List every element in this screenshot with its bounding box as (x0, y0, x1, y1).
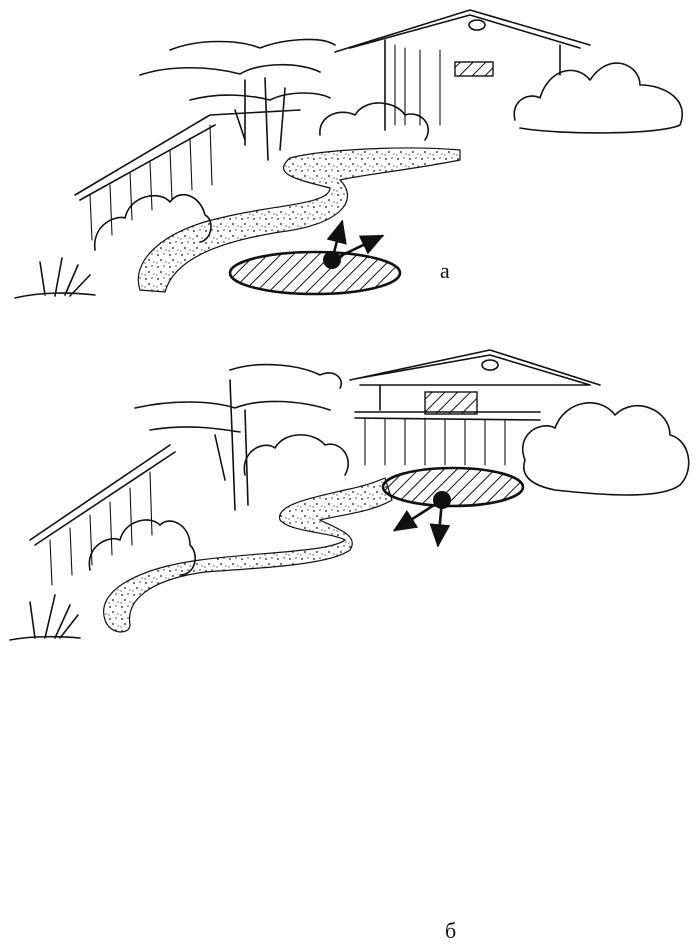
fence-b (29, 411, 541, 586)
garden-sketch-a: а (0, 0, 700, 320)
bushes-b (88, 402, 690, 576)
figure-label-a: а (440, 258, 450, 283)
arrow-b2 (429, 498, 451, 548)
fence-a (74, 109, 301, 241)
gravel-path-b (103, 477, 393, 633)
sketch-b-drawing (9, 349, 690, 641)
arrow-a1 (326, 219, 347, 262)
grass-a (14, 257, 96, 299)
tree-a (139, 38, 336, 161)
arrow-b1 (392, 498, 444, 532)
garden-sketch-b: б (0, 340, 700, 943)
pond-a (228, 250, 402, 296)
figure-label-b: б (445, 918, 457, 943)
gravel-path-a (137, 147, 461, 293)
grass-b (9, 594, 81, 641)
pond-b (381, 466, 525, 508)
arrow-a2 (330, 234, 385, 262)
tree-b (134, 363, 342, 511)
sketch-a-drawing (14, 9, 683, 299)
house-b (349, 349, 601, 415)
house-a (334, 9, 591, 131)
